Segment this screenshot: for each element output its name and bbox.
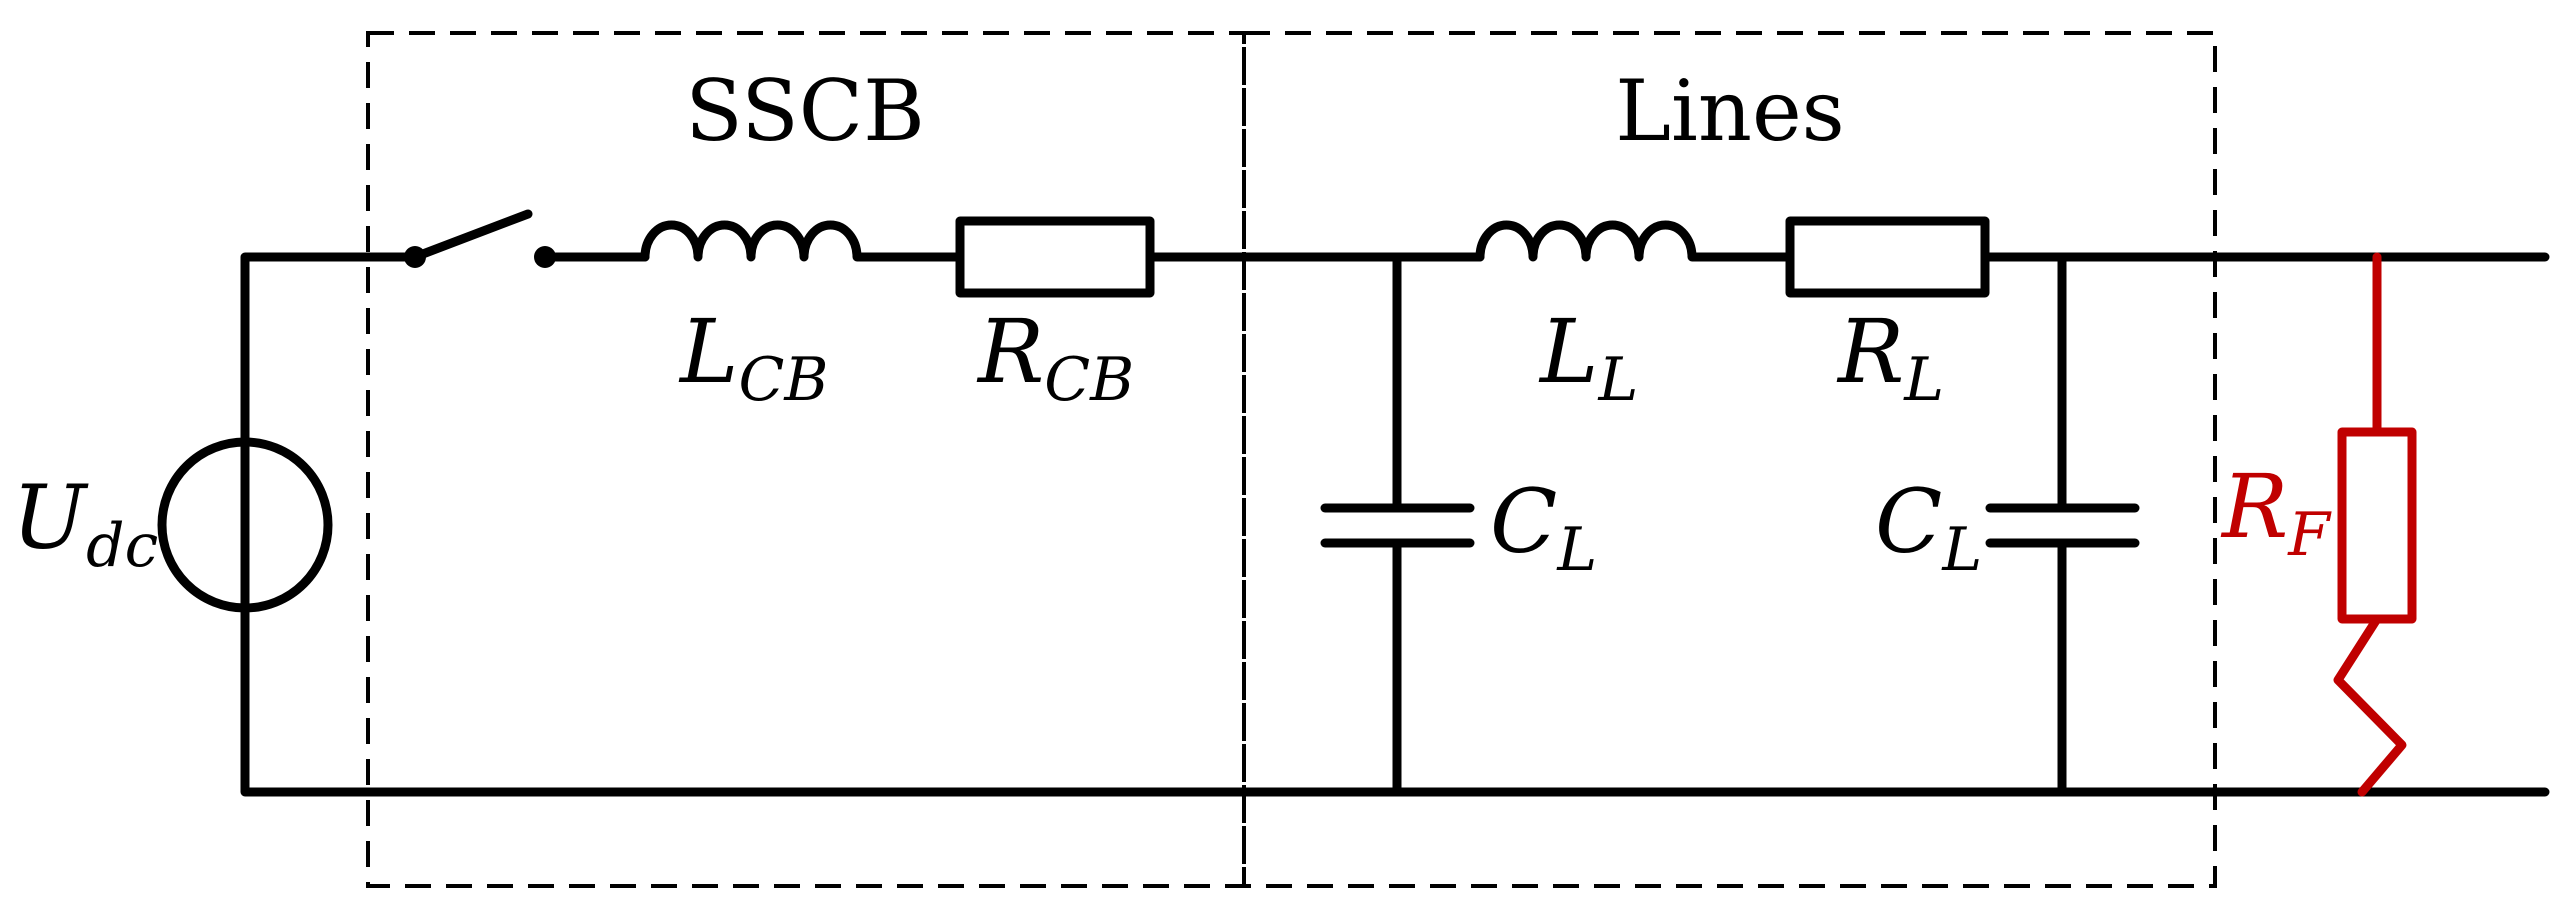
- lines-block-title: Lines: [1615, 62, 1845, 160]
- line-resistor-label: RL: [1836, 300, 1944, 415]
- dc-voltage-source: [157, 437, 333, 613]
- fault-resistor-label: RF: [2220, 455, 2332, 570]
- line-capacitor-right-label: CL: [1875, 470, 1982, 585]
- bottom-conductor: [240, 520, 2550, 797]
- line-inductor: [1475, 220, 1700, 262]
- line-inductor-label: LL: [1538, 300, 1638, 415]
- top-conductor: [240, 252, 2550, 530]
- line-capacitor-left-label: CL: [1490, 470, 1597, 585]
- sscb-block-box: [366, 31, 1246, 888]
- breaker-inductor: [640, 220, 865, 262]
- dc-voltage-source-label: Udc: [12, 466, 158, 581]
- breaker-switch: [404, 209, 556, 268]
- line-capacitor-left: [1320, 252, 1475, 797]
- breaker-resistor: [955, 216, 1155, 298]
- fault-resistor: [2333, 252, 2417, 797]
- sscb-block-title: SSCB: [685, 62, 925, 160]
- breaker-resistor-label: RCB: [976, 300, 1134, 415]
- line-resistor: [1785, 216, 1990, 298]
- breaker-inductor-label: LCB: [678, 300, 828, 415]
- line-capacitor-right: [1985, 252, 2140, 797]
- lines-block-box: [1242, 31, 2217, 888]
